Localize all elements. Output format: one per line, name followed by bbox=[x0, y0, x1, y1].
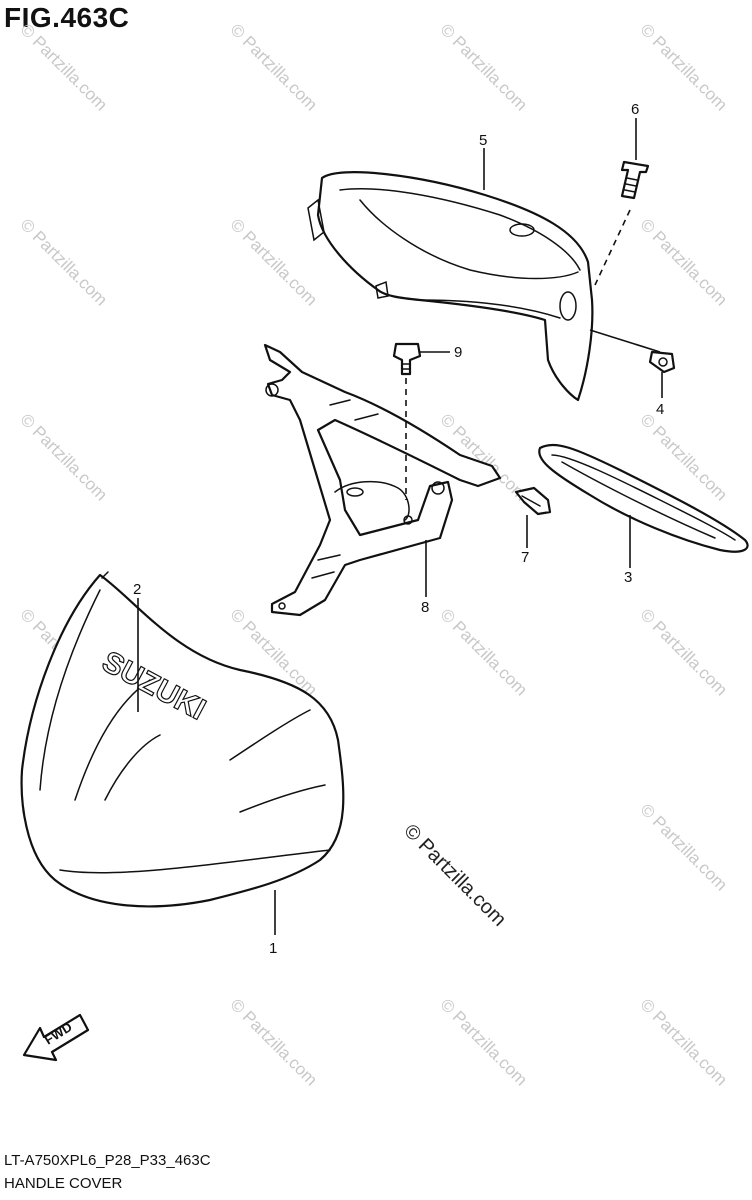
figure-title: FIG.463C bbox=[4, 2, 130, 33]
part-7-nut[interactable] bbox=[514, 486, 552, 516]
part-1-front-cover[interactable]: SUZUKI bbox=[20, 571, 345, 908]
callout-1: 1 bbox=[269, 940, 277, 957]
model-code: LT-A750XPL6_P28_P33_463C bbox=[4, 1152, 211, 1169]
part-5-upper-cover[interactable] bbox=[307, 171, 594, 402]
forward-direction-arrow: FWD bbox=[22, 1013, 90, 1062]
part-8-bracket[interactable] bbox=[263, 343, 502, 617]
callout-4: 4 bbox=[656, 401, 664, 418]
part-9-bolt[interactable] bbox=[392, 342, 422, 376]
callout-3: 3 bbox=[624, 569, 632, 586]
part-6-screw[interactable] bbox=[620, 160, 650, 200]
callout-8: 8 bbox=[421, 599, 429, 616]
part-4-clip[interactable] bbox=[648, 350, 676, 374]
callout-6: 6 bbox=[631, 101, 639, 118]
figure-name: HANDLE COVER bbox=[4, 1175, 123, 1192]
callout-2: 2 bbox=[133, 581, 141, 598]
part-3-lens-trim[interactable] bbox=[538, 443, 749, 553]
callout-5: 5 bbox=[479, 132, 487, 149]
callout-9: 9 bbox=[454, 344, 462, 361]
callout-7: 7 bbox=[521, 549, 529, 566]
